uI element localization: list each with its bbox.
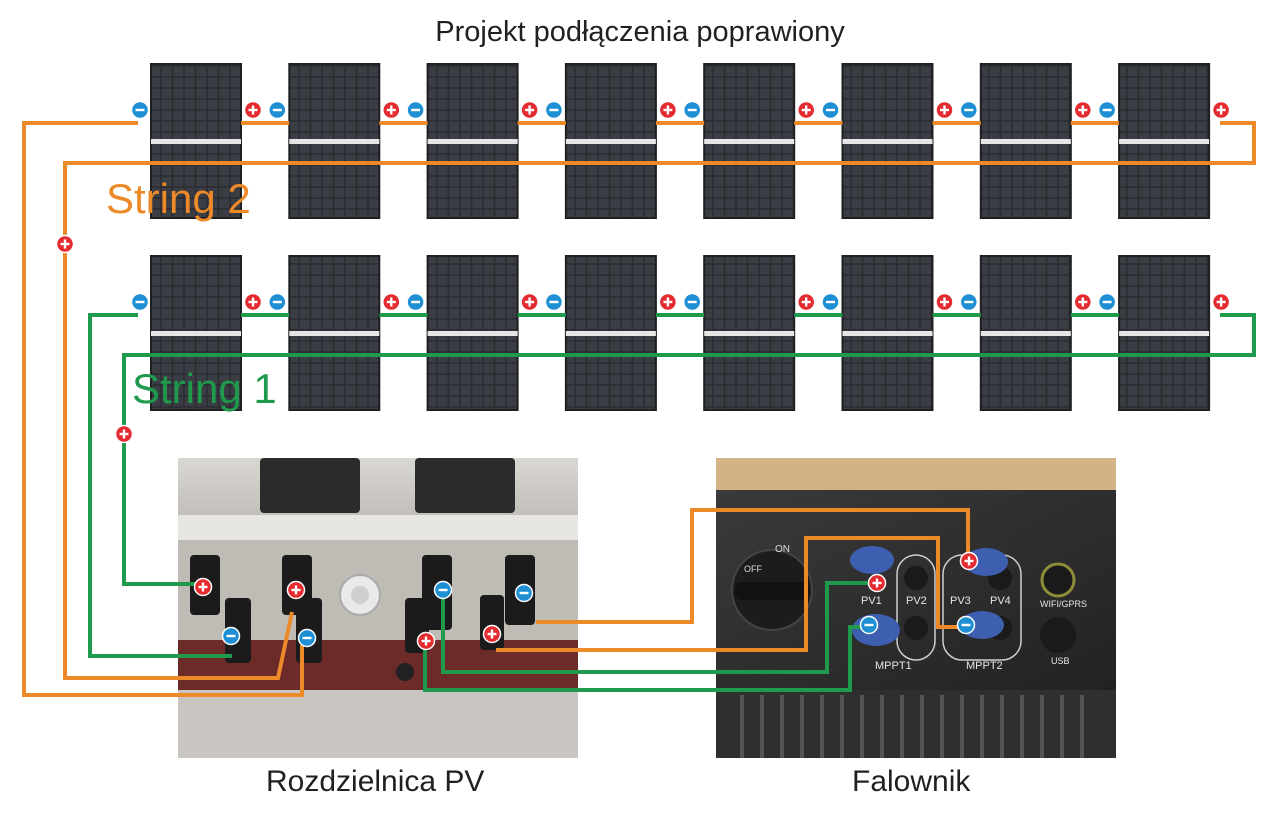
solar-panel (150, 255, 242, 411)
plus-terminal-icon (796, 292, 816, 312)
plus-terminal-icon (416, 631, 436, 651)
plus-terminal-icon (114, 424, 134, 444)
inverter-switch-off-label: OFF (744, 564, 762, 574)
minus-terminal-icon (406, 100, 425, 120)
minus-terminal-icon (130, 292, 150, 312)
plus-terminal-icon (55, 234, 75, 254)
solar-panel (703, 255, 796, 411)
solar-panel (564, 255, 657, 411)
solar-panel (426, 63, 519, 219)
panel-links (241, 121, 1120, 317)
minus-terminal-icon (682, 100, 702, 120)
plus-terminal-icon (193, 577, 213, 597)
panel-row-string-2 (150, 63, 1211, 219)
minus-terminal-icon (268, 100, 287, 120)
minus-terminal-icon (544, 100, 564, 120)
minus-terminal-icon (821, 100, 840, 120)
inverter-switch-on-label: ON (775, 544, 790, 555)
plus-terminal-icon (935, 292, 954, 312)
minus-terminal-icon (268, 292, 287, 312)
inverter-input-pv2: PV2 (906, 595, 927, 607)
plus-terminal-icon (1073, 292, 1093, 312)
plus-terminal-icon (243, 100, 263, 120)
string-2-wires (22, 121, 1256, 697)
minus-terminal-icon (1097, 100, 1117, 120)
minus-terminal-icon (859, 615, 879, 635)
inverter-caption: Falownik (852, 765, 971, 798)
solar-panel (979, 255, 1072, 411)
plus-terminal-icon (520, 100, 539, 120)
minus-terminal-icon (959, 100, 979, 120)
plus-terminal-icon (382, 292, 401, 312)
plus-terminal-icon (867, 573, 887, 593)
solar-panel (1118, 63, 1211, 219)
combiner-box-caption: Rozdzielnica PV (266, 765, 485, 798)
page-title: Projekt podłączenia poprawiony (435, 16, 845, 48)
plus-terminal-icon (520, 292, 539, 312)
solar-panel (288, 63, 381, 219)
inverter-mppt2: MPPT2 (966, 660, 1003, 672)
solar-panel (150, 63, 242, 219)
string-1-label: String 1 (132, 365, 277, 412)
minus-terminal-icon (221, 626, 241, 646)
plus-terminal-icon (658, 100, 678, 120)
solar-panel (841, 255, 934, 411)
plus-terminal-icon (482, 624, 502, 644)
plus-terminal-icon (935, 100, 954, 120)
minus-terminal-icon (514, 583, 534, 603)
inverter-input-pv1: PV1 (861, 595, 882, 607)
solar-panel (564, 63, 657, 219)
inverter-input-pv4: PV4 (990, 595, 1011, 607)
plus-terminal-icon (1211, 100, 1231, 120)
solar-panel (841, 63, 934, 219)
inverter-wifi-port-label: WIFI/GPRS (1040, 599, 1087, 609)
plus-terminal-icon (959, 551, 979, 571)
string-2-label: String 2 (106, 175, 251, 222)
plus-terminal-icon (796, 100, 816, 120)
minus-terminal-icon (297, 628, 317, 648)
plus-terminal-icon (1211, 292, 1231, 312)
plus-terminal-icon (1073, 100, 1093, 120)
plus-terminal-icon (286, 580, 306, 600)
minus-terminal-icon (544, 292, 564, 312)
solar-panel (979, 63, 1072, 219)
minus-terminal-icon (956, 615, 976, 635)
solar-panel (426, 255, 519, 411)
minus-terminal-icon (433, 580, 453, 600)
minus-terminal-icon (1097, 292, 1117, 312)
inverter-photo: ON OFF PV1 PV2 PV3 PV4 MPPT1 MPPT2 WIFI/… (716, 458, 1116, 758)
plus-terminal-icon (658, 292, 678, 312)
minus-terminal-icon (130, 100, 150, 120)
solar-panel (703, 63, 796, 219)
plus-terminal-icon (382, 100, 401, 120)
plus-terminal-icon (243, 292, 263, 312)
minus-terminal-icon (406, 292, 425, 312)
inverter-usb-port-label: USB (1051, 656, 1070, 666)
inverter-mppt1: MPPT1 (875, 660, 912, 672)
solar-panel (1118, 255, 1211, 411)
panel-row-string-1 (150, 255, 1211, 411)
string-1-wires (88, 313, 1256, 692)
minus-terminal-icon (821, 292, 840, 312)
combiner-box-photo (178, 458, 578, 758)
minus-terminal-icon (959, 292, 979, 312)
polarity-markers (55, 100, 1231, 651)
solar-panel (288, 255, 381, 411)
minus-terminal-icon (682, 292, 702, 312)
inverter-input-pv3: PV3 (950, 595, 971, 607)
